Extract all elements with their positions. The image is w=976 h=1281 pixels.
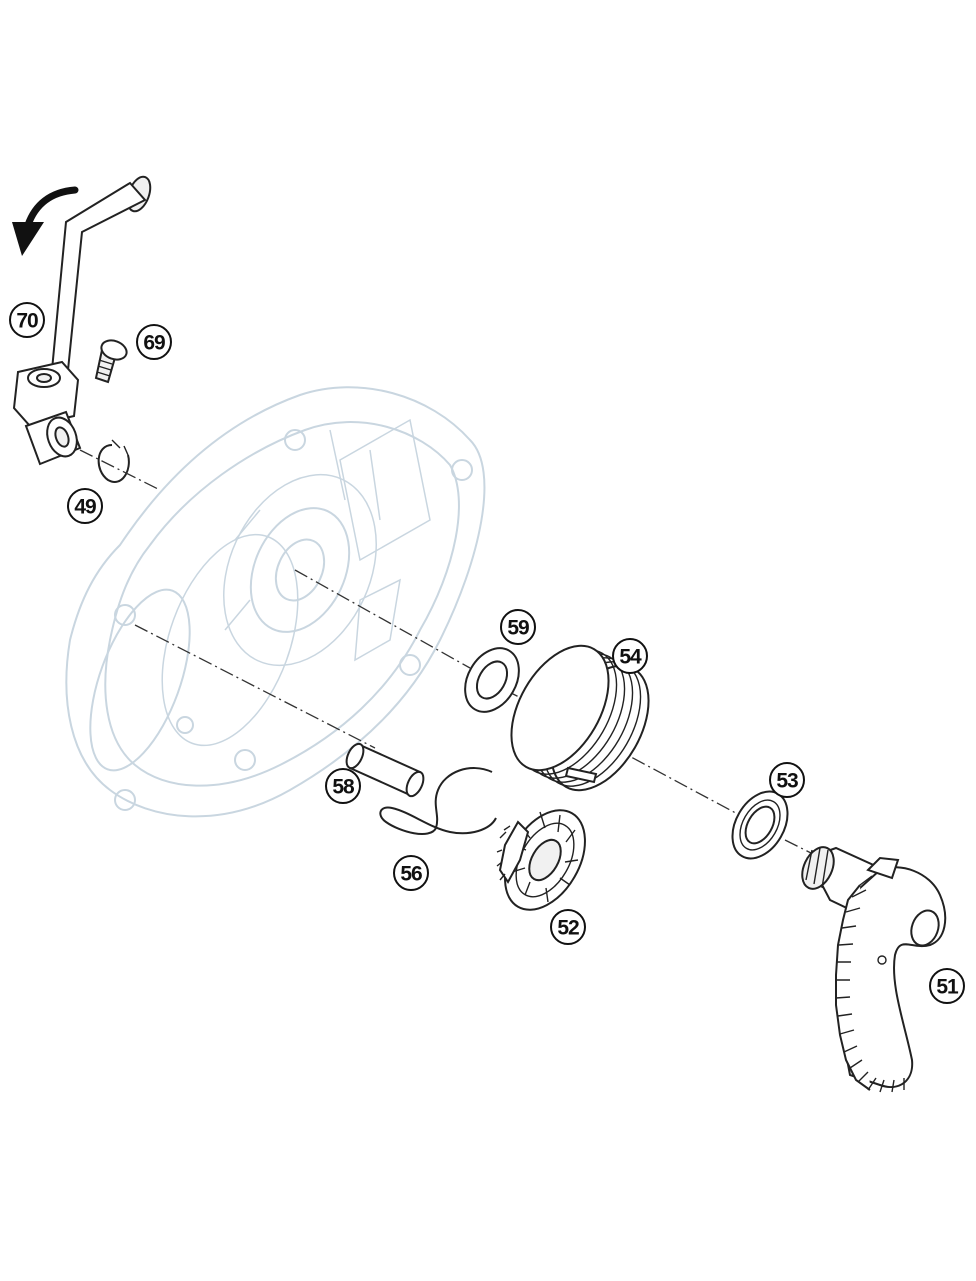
wire-spring	[379, 767, 497, 836]
svg-text:53: 53	[776, 770, 798, 793]
callout-51: 51	[929, 968, 965, 1004]
bolt	[94, 339, 128, 384]
thrust-washer	[464, 647, 520, 713]
callout-56: 56	[393, 855, 429, 891]
ratchet-gear	[496, 809, 586, 911]
callout-59: 59	[500, 609, 536, 645]
svg-text:58: 58	[332, 776, 355, 799]
kick-shaft-sector	[801, 846, 947, 1093]
svg-text:54: 54	[619, 646, 642, 669]
return-spring	[510, 644, 650, 792]
svg-text:59: 59	[507, 617, 529, 640]
svg-text:52: 52	[557, 917, 579, 940]
oil-seal	[731, 790, 789, 860]
pin	[345, 742, 425, 798]
kick-start-lever	[12, 175, 152, 466]
callout-58: 58	[325, 768, 361, 804]
callout-70: 70	[9, 302, 45, 338]
callout-labels: 70 69 49 59 54 58 56 53	[9, 302, 965, 1004]
engine-case-housing	[65, 386, 486, 818]
svg-text:51: 51	[936, 976, 959, 999]
callout-53: 53	[769, 762, 805, 798]
callout-49: 49	[67, 488, 103, 524]
callout-54: 54	[612, 638, 648, 674]
circlip	[97, 439, 130, 483]
svg-text:69: 69	[143, 332, 165, 355]
callout-69: 69	[136, 324, 172, 360]
svg-text:70: 70	[16, 310, 38, 333]
svg-text:56: 56	[400, 863, 422, 886]
rotation-arrow-icon	[12, 186, 79, 256]
callout-52: 52	[550, 909, 586, 945]
svg-text:49: 49	[74, 496, 96, 519]
